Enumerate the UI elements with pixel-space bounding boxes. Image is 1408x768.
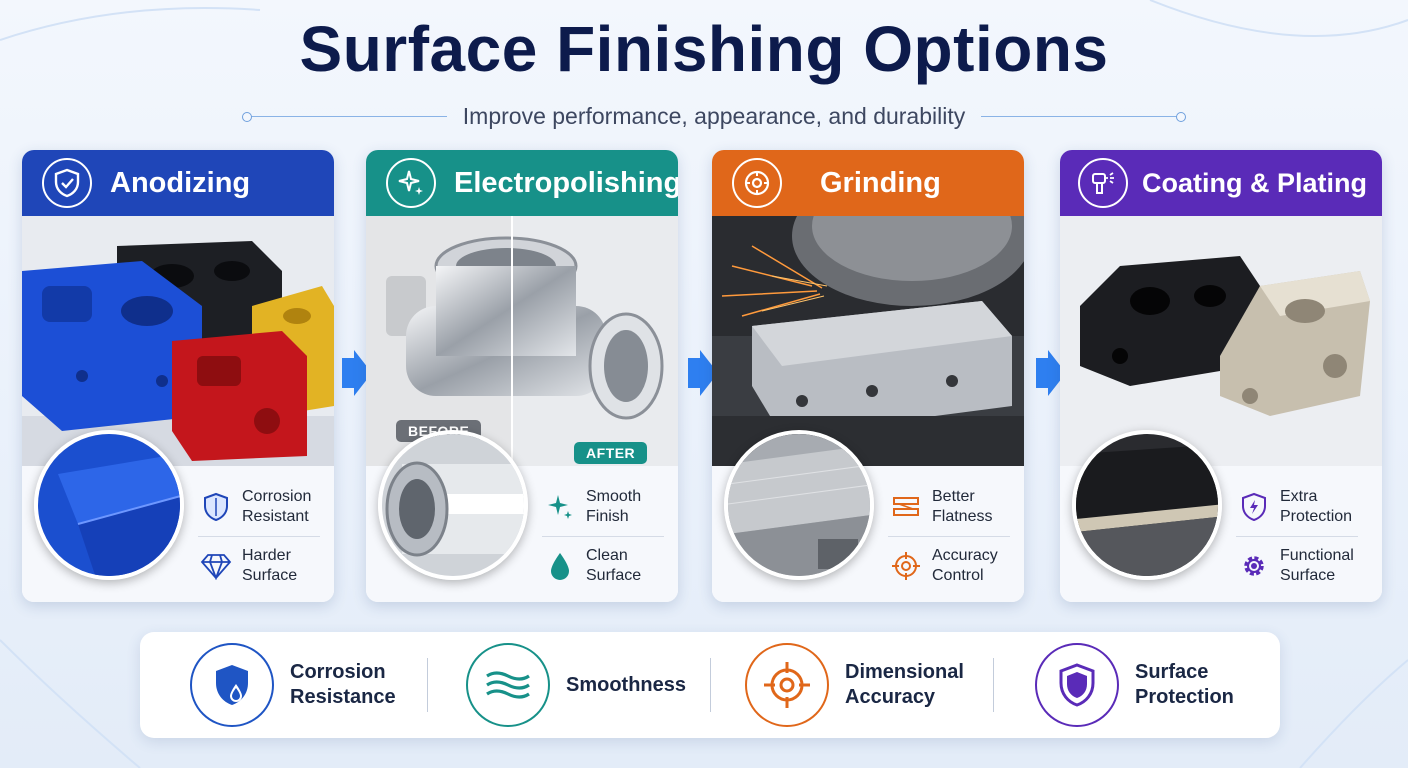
subtitle-row: Improve performance, appearance, and dur… xyxy=(242,98,1186,134)
spray-gun-icon xyxy=(1078,158,1128,208)
anodized-parts-photo xyxy=(22,216,334,466)
benefit-smoothness: Smoothness xyxy=(466,632,706,738)
sparkle-icon xyxy=(542,489,578,525)
diamond-icon xyxy=(198,548,234,584)
card-title: Coating & Plating xyxy=(1142,167,1367,198)
shield-icon xyxy=(198,489,234,525)
arrow-right-icon xyxy=(342,350,372,396)
arrow-right-icon xyxy=(688,350,718,396)
grinding-wheel-icon xyxy=(732,158,782,208)
page-title: Surface Finishing Options xyxy=(299,13,1109,85)
card-coating-plating[interactable]: Coating & Plating xyxy=(1060,150,1382,602)
droplet-icon xyxy=(542,548,578,584)
card-title: Grinding xyxy=(820,166,941,199)
benefit-divider xyxy=(993,658,994,712)
card-header: Electropolishing xyxy=(366,150,678,216)
flatness-icon xyxy=(888,489,924,525)
card-title: Anodizing xyxy=(110,166,251,199)
sparkle-icon xyxy=(386,158,436,208)
anodized-closeup xyxy=(34,430,184,580)
polished-tube-closeup xyxy=(378,430,528,580)
card-electropolishing[interactable]: Electropolishing BEFORE AFTER xyxy=(366,150,678,602)
card-header: Coating & Plating xyxy=(1060,150,1382,216)
target-icon xyxy=(745,643,829,727)
benefit-divider xyxy=(427,658,428,712)
shield-bolt-icon xyxy=(1236,489,1272,525)
card-header: Anodizing xyxy=(22,150,334,216)
shield-drop-icon xyxy=(190,643,274,727)
subtitle-divider-right xyxy=(981,111,1186,122)
card-anodizing[interactable]: Anodizing xyxy=(22,150,334,602)
gear-icon xyxy=(1236,548,1272,584)
benefit-divider xyxy=(710,658,711,712)
shield-check-icon xyxy=(42,158,92,208)
coated-parts-photo xyxy=(1060,216,1382,466)
grinding-machine-photo xyxy=(712,216,1024,466)
shield-icon xyxy=(1035,643,1119,727)
waves-icon xyxy=(466,643,550,727)
benefit-label: Smoothness xyxy=(566,673,687,696)
card-header: Grinding xyxy=(712,150,1024,216)
subtitle-divider-left xyxy=(242,111,447,122)
polished-fitting-photo xyxy=(366,216,678,466)
coating-layer-closeup xyxy=(1072,430,1222,580)
ground-surface-closeup xyxy=(724,430,874,580)
target-icon xyxy=(888,548,924,584)
card-title: Electropolishing xyxy=(454,166,678,199)
after-tag: AFTER xyxy=(574,442,648,464)
card-grinding[interactable]: Grinding xyxy=(712,150,1024,602)
page-subtitle: Improve performance, appearance, and dur… xyxy=(462,102,966,129)
arrow-right-icon xyxy=(1036,350,1066,396)
